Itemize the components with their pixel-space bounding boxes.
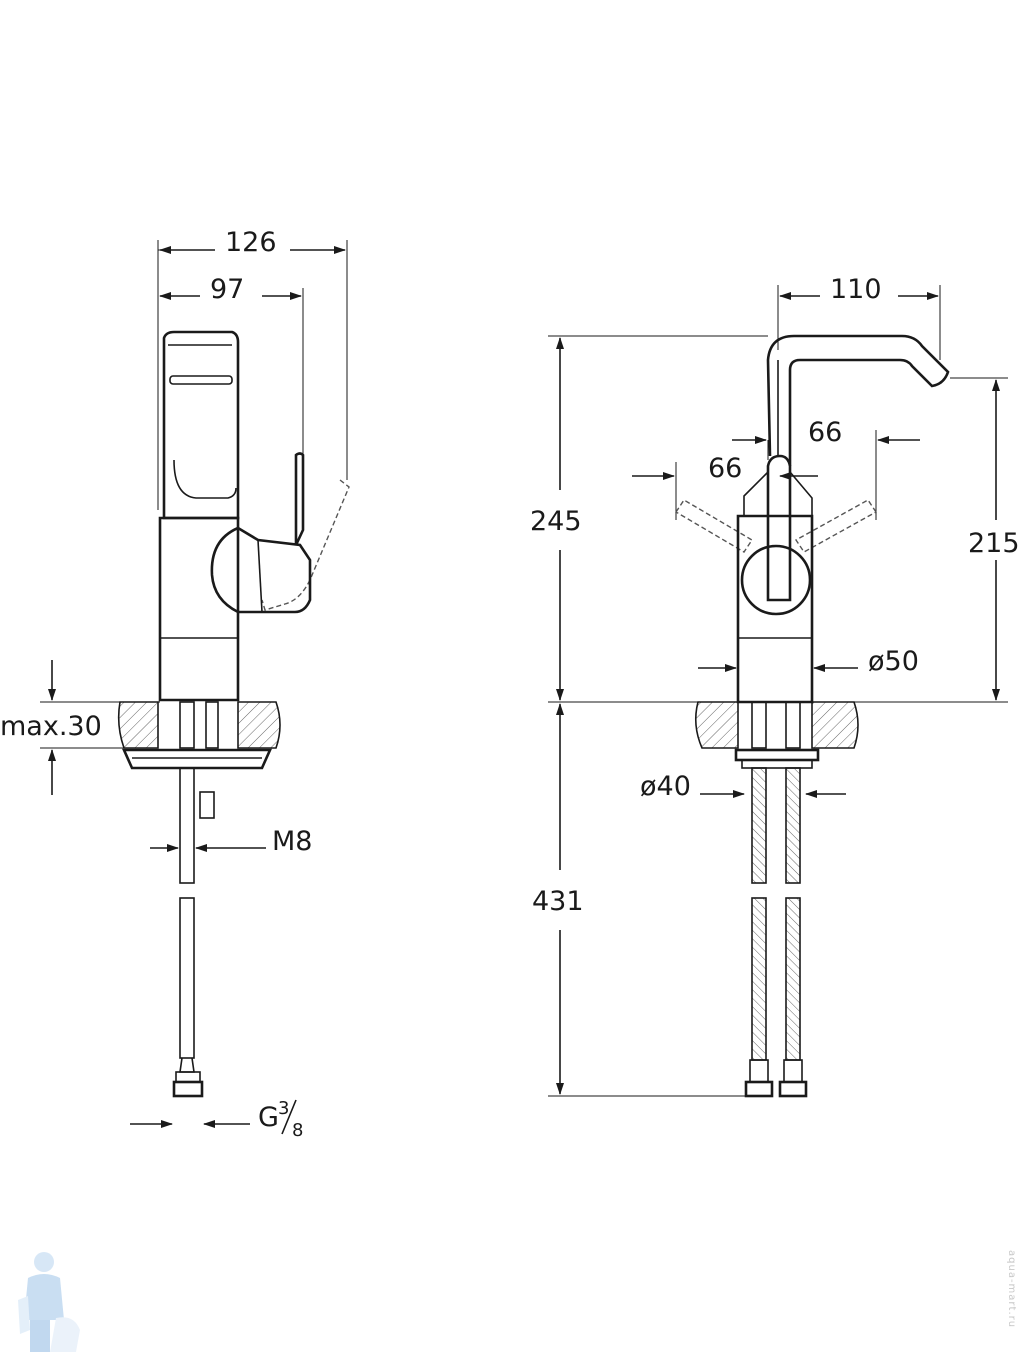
dim-d50-label: ø50 [868,646,919,677]
side-body [158,516,240,702]
front-view: 110 66 66 ø50 245 [530,274,1020,1098]
front-hose-left [751,767,767,884]
watermark-text: aqua-mart.ru [1006,1250,1017,1329]
front-lever [766,454,792,602]
dim-m8-label: M8 [272,826,312,857]
dim-g-numerator: 3 [278,1098,289,1119]
side-view: 126 97 max.30 [0,227,350,1141]
dim-215-label: 215 [968,528,1020,559]
side-lever [294,452,305,546]
dim-g-label: G [258,1102,279,1133]
dim-126-label: 126 [225,227,277,258]
side-cartridge [162,330,240,520]
dim-g-denominator: 8 [292,1120,303,1141]
dim-110-label: 110 [830,274,882,305]
dim-245-label: 245 [530,506,582,537]
plumber-logo [18,1252,80,1352]
side-fixing-plate [121,748,273,770]
front-fixing-plate [734,748,820,762]
front-hose-right [785,767,801,884]
side-lever-ghost [261,479,350,611]
front-deck [694,701,739,749]
dim-d40-label: ø40 [640,771,691,802]
side-deck [117,701,159,749]
dim-max30-label: max.30 [0,711,102,742]
dim-66-left-label: 66 [708,453,742,484]
front-spout [766,334,950,466]
dim-97-label: 97 [210,274,244,305]
dim-431-label: 431 [532,886,584,917]
dim-66-right-label: 66 [808,417,842,448]
